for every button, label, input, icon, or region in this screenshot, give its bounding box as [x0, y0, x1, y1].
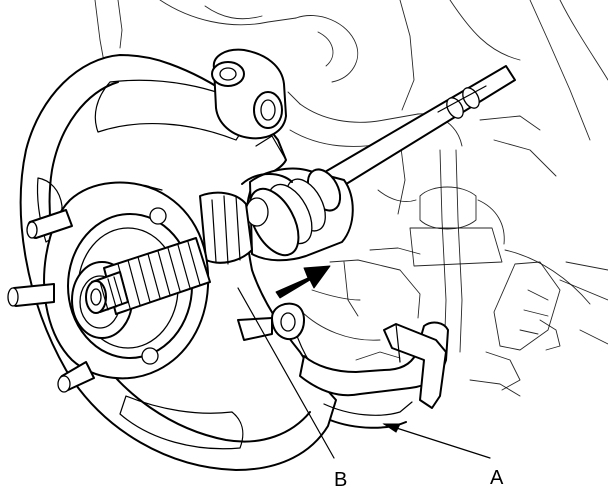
- callout-a: A: [382, 423, 504, 489]
- removal-direction-arrow: [275, 265, 331, 299]
- callout-a-label: A: [490, 467, 504, 489]
- callout-b: B: [237, 287, 347, 490]
- callout-b-label: B: [334, 469, 347, 490]
- knuckle-lower-mount: [237, 302, 305, 341]
- wheel-stud-left: [7, 283, 55, 307]
- shield-vent-top: [94, 79, 255, 141]
- outboard-cv-joint: [199, 167, 354, 265]
- shaft-dynamic-damper: [462, 87, 480, 109]
- splined-shaft-end: [85, 237, 211, 315]
- callout-b-leader: [237, 287, 335, 459]
- lower-control-arm: [299, 321, 449, 429]
- driveshaft: [317, 65, 516, 195]
- callout-a-leader: [383, 423, 491, 459]
- hub-stud-hole-upper: [149, 207, 167, 225]
- hub-stud-hole: [141, 347, 159, 365]
- shield-vent-bottom: [119, 395, 244, 450]
- wheel-stud-top: [26, 209, 73, 239]
- lower-arm-bracket: [383, 323, 447, 409]
- wheel-stud-bottom: [57, 361, 95, 393]
- background-suspension: [94, 0, 608, 397]
- callout-a-arrowhead: [382, 423, 401, 433]
- knuckle-upper: [211, 48, 287, 140]
